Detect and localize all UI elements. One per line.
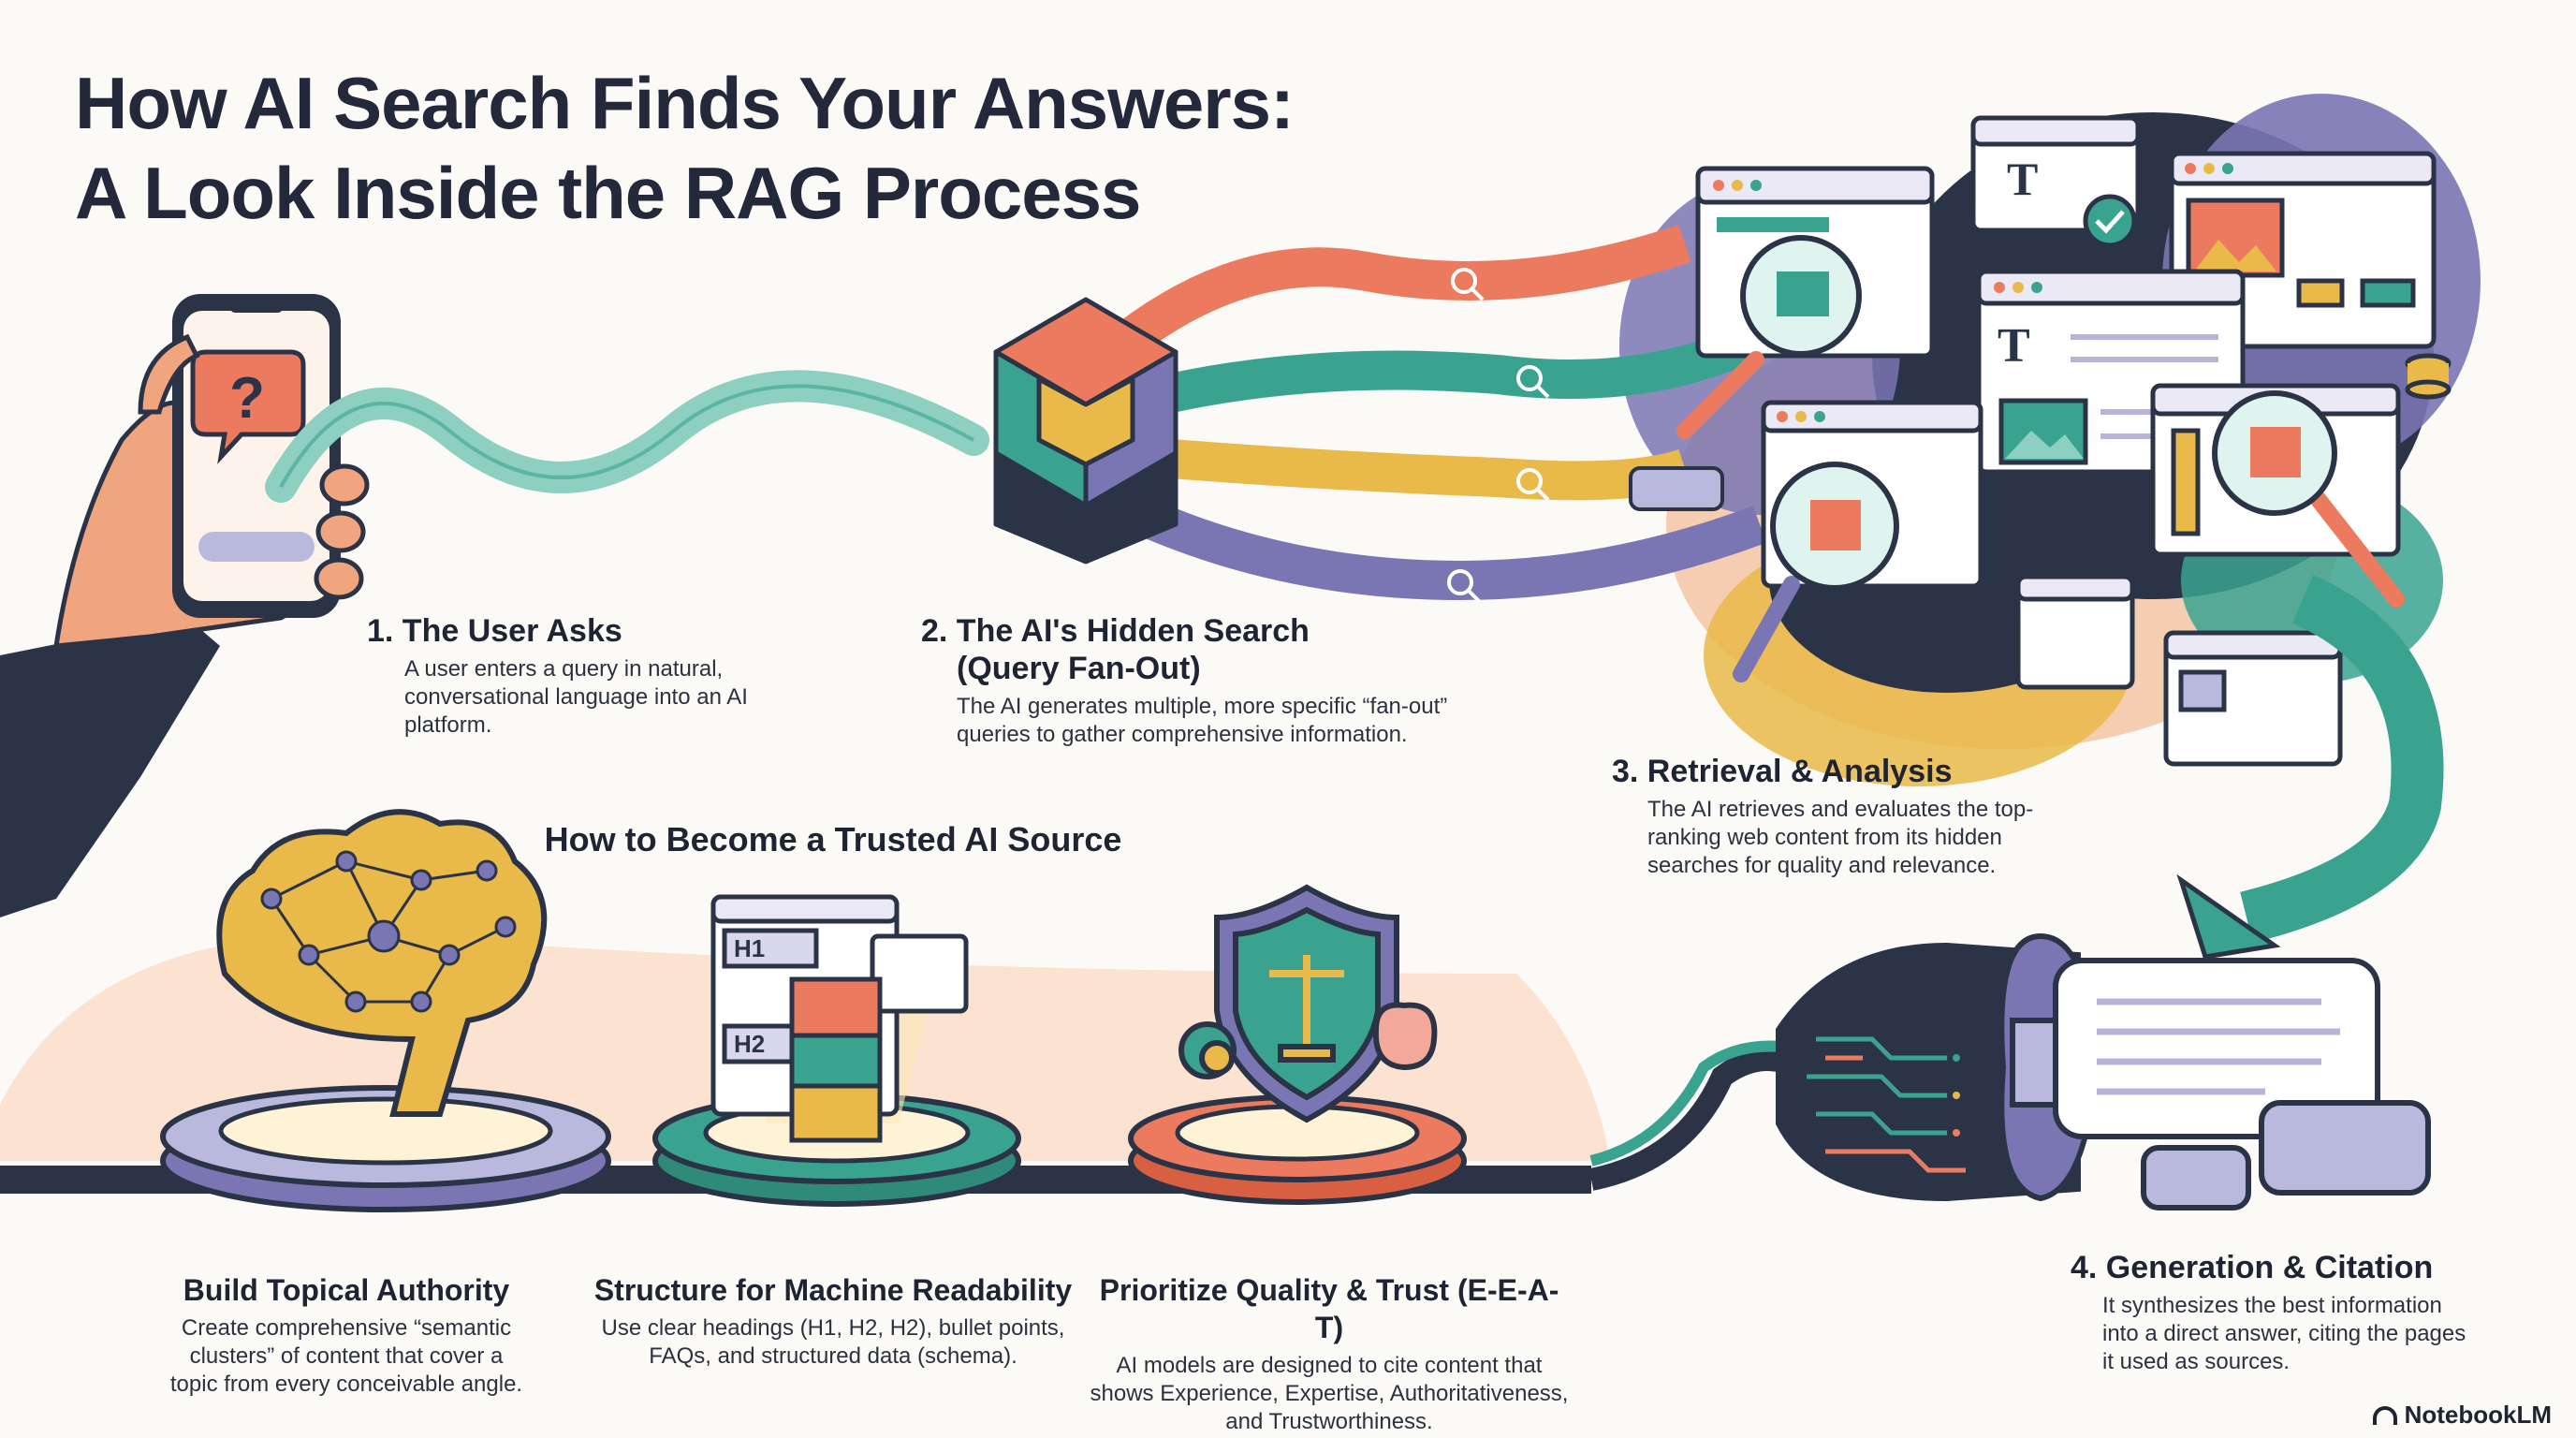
heading-h2-tag: H2 [734, 1030, 765, 1058]
trusted-item-1-body: Create comprehensive “semantic clusters”… [169, 1315, 523, 1397]
step-1-heading: 1. The User Asks [367, 613, 622, 649]
step-1-body: A user enters a query in natural, conver… [404, 656, 748, 738]
trusted-item-2-heading: Structure for Machine Readability [593, 1273, 1073, 1307]
trusted-item-1-heading: Build Topical Authority [183, 1273, 510, 1307]
retrieval-arrow [2240, 575, 2444, 944]
step-4: 4. Generation & Citation It synthesizes … [2071, 1249, 2482, 1376]
step-2-body: The AI generates multiple, more specific… [957, 694, 1448, 747]
step-1: 1. The User Asks A user enters a query i… [367, 612, 779, 740]
step-3-heading: 3. Retrieval & Analysis [1612, 754, 1953, 789]
hand-phone-illustration: ? [0, 294, 370, 917]
brand-label: NotebookLM [2404, 1401, 2552, 1429]
step-4-heading: 4. Generation & Citation [2071, 1250, 2434, 1285]
notebooklm-logo-icon [2372, 1405, 2397, 1425]
text-t-glyph-2: T [1998, 319, 2030, 373]
generation-engine-icon [1776, 932, 2431, 1211]
step-4-body: It synthesizes the best information into… [2102, 1293, 2466, 1374]
notebooklm-brand: NotebookLM [2372, 1401, 2552, 1430]
trusted-item-topical-authority: Build Topical Authority Create comprehen… [168, 1271, 524, 1399]
trusted-item-2-body: Use clear headings (H1, H2, H2), bullet … [601, 1315, 1065, 1369]
step-3-body: The AI retrieves and evaluates the top-r… [1647, 797, 2034, 878]
query-ribbon [265, 370, 989, 503]
trusted-item-3-heading: Prioritize Quality & Trust (E-E-A-T) [1099, 1273, 1559, 1344]
trusted-source-title: How to Become a Trusted AI Source [544, 820, 1122, 858]
question-mark: ? [229, 366, 265, 431]
ai-cube-icon [993, 297, 1178, 565]
magnifier-icons [1676, 235, 2405, 682]
trusted-item-3-body: AI models are designed to cite content t… [1090, 1353, 1569, 1434]
step-2-heading: 2. The AI's Hidden Search [921, 613, 1310, 649]
brain-network-icon [216, 809, 548, 1117]
trusted-item-eeat: Prioritize Quality & Trust (E-E-A-T) AI … [1086, 1271, 1573, 1436]
page-title-line-2: A Look Inside the RAG Process [75, 152, 1141, 234]
trust-shield-icon [1178, 884, 1438, 1123]
step-3: 3. Retrieval & Analysis The AI retrieves… [1612, 753, 2071, 880]
step-2: 2. The AI's Hidden Search (Query Fan-Out… [921, 612, 1483, 749]
trusted-item-machine-readability: Structure for Machine Readability Use cl… [590, 1271, 1076, 1371]
page-title: How AI Search Finds Your Answers: A Look… [75, 58, 1295, 238]
step-2-subheading: (Query Fan-Out) [957, 651, 1201, 686]
structured-page-icon: H1 H2 [710, 894, 969, 1143]
text-t-glyph: T [2007, 153, 2038, 205]
heading-h1-tag: H1 [734, 934, 765, 962]
page-title-line-1: How AI Search Finds Your Answers: [75, 62, 1295, 144]
